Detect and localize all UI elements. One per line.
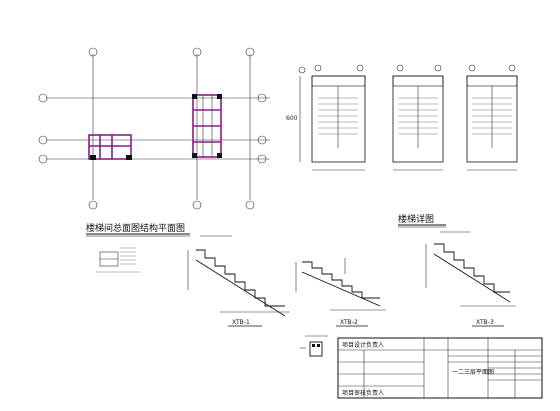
stair-label-2: XTB-2 [340,319,358,326]
stair-label-1: XTB-1 [232,319,250,326]
title-block [337,337,543,399]
stair-section-2 [295,258,386,311]
stair-plans: 600 [286,64,518,171]
beam-detail [300,335,328,357]
svg-text:600: 600 [286,115,298,122]
stair-label-3: XTB-3 [476,319,494,326]
title-block-design-lead: 项目设计负责人 [342,341,384,349]
detail-title: 楼梯详图 [398,213,434,225]
plan-note [96,247,140,273]
stair-section-1 [187,235,290,317]
stair-section-3 [425,231,516,307]
title-block-review-lead: 项目审核负责人 [342,389,384,397]
title-block-sheet-title: 一二三层平面图 [452,369,494,376]
floor-plan [38,47,270,210]
plan-title: 楼梯间总面图结构平面图 [86,222,185,234]
